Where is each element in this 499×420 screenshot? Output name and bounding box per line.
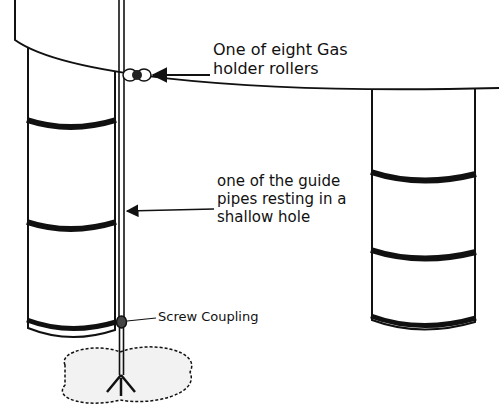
screw-coupling bbox=[117, 316, 127, 328]
drum-band bbox=[371, 316, 476, 326]
leader-arrow bbox=[153, 74, 210, 76]
leader-arrow bbox=[127, 209, 214, 211]
oil-drum bbox=[372, 80, 475, 330]
guide-pipe bbox=[123, 0, 125, 317]
drum-band bbox=[371, 172, 476, 181]
drum-band bbox=[27, 320, 116, 329]
oil-drum bbox=[28, 45, 115, 337]
guide-pipe bbox=[118, 0, 120, 317]
shallow-hole bbox=[62, 347, 191, 403]
callout-label: one of the guide pipes resting in a shal… bbox=[217, 172, 357, 226]
gas-holder-body bbox=[15, 0, 499, 89]
guide-pipe bbox=[123, 328, 125, 375]
pipe-foot bbox=[107, 375, 135, 396]
callout-label: Screw Coupling bbox=[158, 309, 288, 325]
drum-band bbox=[371, 250, 476, 259]
guide-pipe bbox=[119, 328, 121, 375]
leader-line bbox=[127, 318, 156, 321]
callout-label: One of eight Gas holder rollers bbox=[213, 40, 383, 78]
drum-band bbox=[27, 120, 116, 127]
gas-holder-rim bbox=[15, 0, 499, 89]
drum-band bbox=[27, 222, 116, 229]
gas-holder-roller bbox=[132, 70, 142, 80]
